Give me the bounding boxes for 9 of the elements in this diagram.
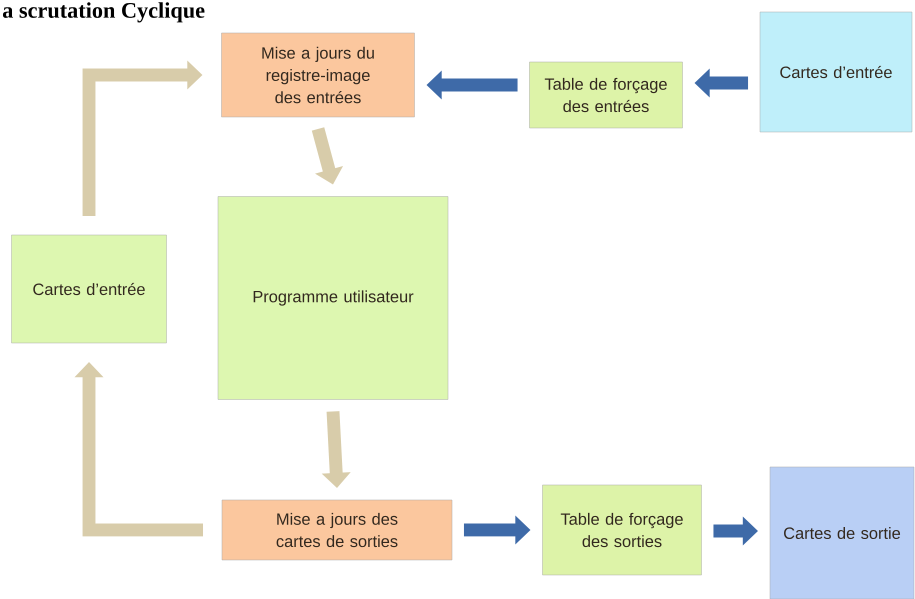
process-box: Table de forçage des sorties [542, 484, 702, 576]
process-box: Programme utilisateur [218, 196, 448, 400]
process-box: Table de forçage des entrées [529, 62, 683, 128]
process-box: Mise a jours des cartes de sorties [222, 500, 452, 560]
process-box: Mise a jours du registre-image des entrées [221, 32, 415, 118]
title: a scrutation Cyclique [2, 2, 204, 22]
card-box: Cartes de sortie [770, 466, 914, 599]
card-box: Cartes d’entrée [760, 12, 912, 132]
card-box: Cartes d’entrée [11, 234, 167, 344]
